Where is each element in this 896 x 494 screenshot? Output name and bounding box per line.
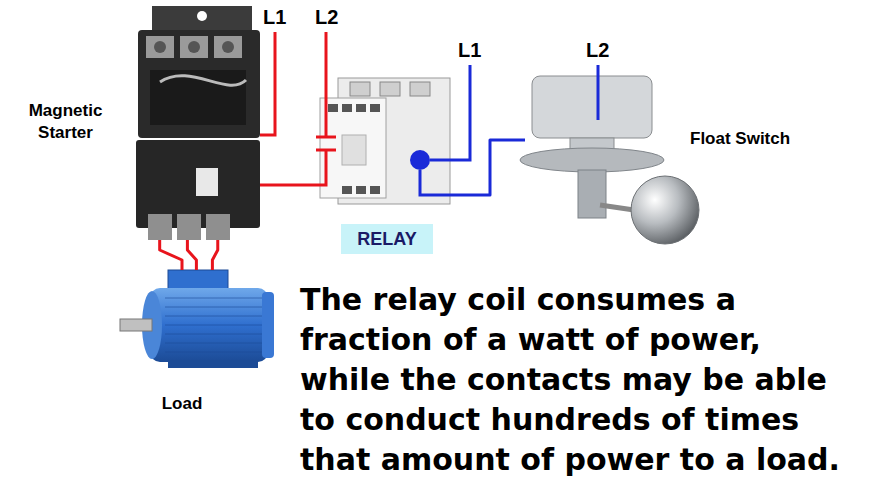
terminal-slot bbox=[342, 104, 352, 112]
fan-cover bbox=[262, 292, 274, 358]
line-terminal bbox=[180, 36, 208, 58]
label-anchor: L1 bbox=[263, 5, 286, 29]
line-label: L2 bbox=[315, 5, 338, 29]
load-motor: Load bbox=[118, 270, 278, 420]
relay: RELAY bbox=[312, 72, 462, 262]
device-label: Magnetic Starter bbox=[8, 100, 123, 144]
terminal-box bbox=[168, 270, 228, 290]
float-arm bbox=[600, 205, 634, 210]
load-terminal bbox=[206, 214, 230, 240]
wire bbox=[160, 240, 182, 270]
terminal-screw bbox=[222, 41, 234, 53]
terminal-slot bbox=[370, 186, 380, 194]
reset-button bbox=[196, 168, 218, 196]
relay-tag: RELAY bbox=[341, 224, 432, 254]
mounting-flange bbox=[520, 148, 664, 172]
terminal-slot bbox=[356, 104, 366, 112]
motor-feet bbox=[168, 360, 258, 368]
wire bbox=[462, 140, 525, 195]
cooling-fin bbox=[165, 343, 262, 344]
wire bbox=[187, 240, 196, 270]
label-anchor: L2 bbox=[586, 38, 609, 62]
cooling-fin bbox=[165, 334, 262, 335]
terminal-slot bbox=[356, 186, 366, 194]
label-anchor: L1 bbox=[458, 38, 481, 62]
switch-housing bbox=[532, 76, 652, 138]
terminal-screw bbox=[188, 41, 200, 53]
relay-terminal bbox=[380, 82, 400, 96]
load-terminal bbox=[177, 214, 201, 240]
float-switch: Float Switch bbox=[525, 70, 715, 250]
terminal-slot bbox=[328, 104, 338, 112]
contact-wire bbox=[312, 150, 326, 185]
line-terminal bbox=[146, 36, 174, 58]
contact-symbol bbox=[316, 136, 336, 139]
motor-shaft bbox=[120, 319, 152, 331]
contactor-body bbox=[138, 30, 260, 138]
float-stem bbox=[578, 170, 606, 218]
relay-coil bbox=[410, 150, 430, 170]
line-label: L1 bbox=[458, 38, 481, 62]
cooling-fin bbox=[165, 325, 262, 326]
relay-terminal bbox=[350, 82, 370, 96]
mounting-hole bbox=[197, 11, 207, 21]
line-terminal bbox=[214, 36, 242, 58]
caption: The relay coil consumes a fraction of a … bbox=[300, 280, 860, 480]
supply-wire bbox=[260, 32, 275, 135]
cooling-fin bbox=[165, 316, 262, 317]
terminal-screw bbox=[154, 41, 166, 53]
coil-housing bbox=[150, 70, 246, 125]
cooling-fin bbox=[165, 307, 262, 308]
relay-terminal bbox=[410, 82, 430, 96]
coil-wire bbox=[420, 170, 462, 195]
device-label: Float Switch bbox=[690, 128, 790, 150]
terminal-slot bbox=[342, 186, 352, 194]
device-label: Load bbox=[162, 393, 203, 415]
terminal-slot bbox=[370, 104, 380, 112]
cooling-fin bbox=[165, 352, 262, 353]
wire bbox=[212, 240, 217, 270]
relay-window bbox=[342, 135, 366, 165]
cooling-fin bbox=[165, 298, 262, 299]
coil-wire bbox=[430, 65, 470, 160]
label-anchor: L2 bbox=[315, 5, 338, 29]
line-label: L2 bbox=[586, 38, 609, 62]
line-label: L1 bbox=[263, 5, 286, 29]
internal-wire bbox=[160, 76, 246, 85]
wire bbox=[260, 184, 312, 187]
supply-wire bbox=[325, 32, 328, 137]
auxiliary-block bbox=[320, 98, 386, 198]
float-ball bbox=[631, 176, 699, 244]
motor-body bbox=[150, 288, 268, 362]
caption-anchor: The relay coil consumes a fraction of a … bbox=[300, 280, 860, 480]
load-terminal bbox=[148, 214, 172, 240]
magnetic-starter: Magnetic Starter bbox=[128, 8, 260, 240]
coil-wire bbox=[597, 65, 600, 120]
